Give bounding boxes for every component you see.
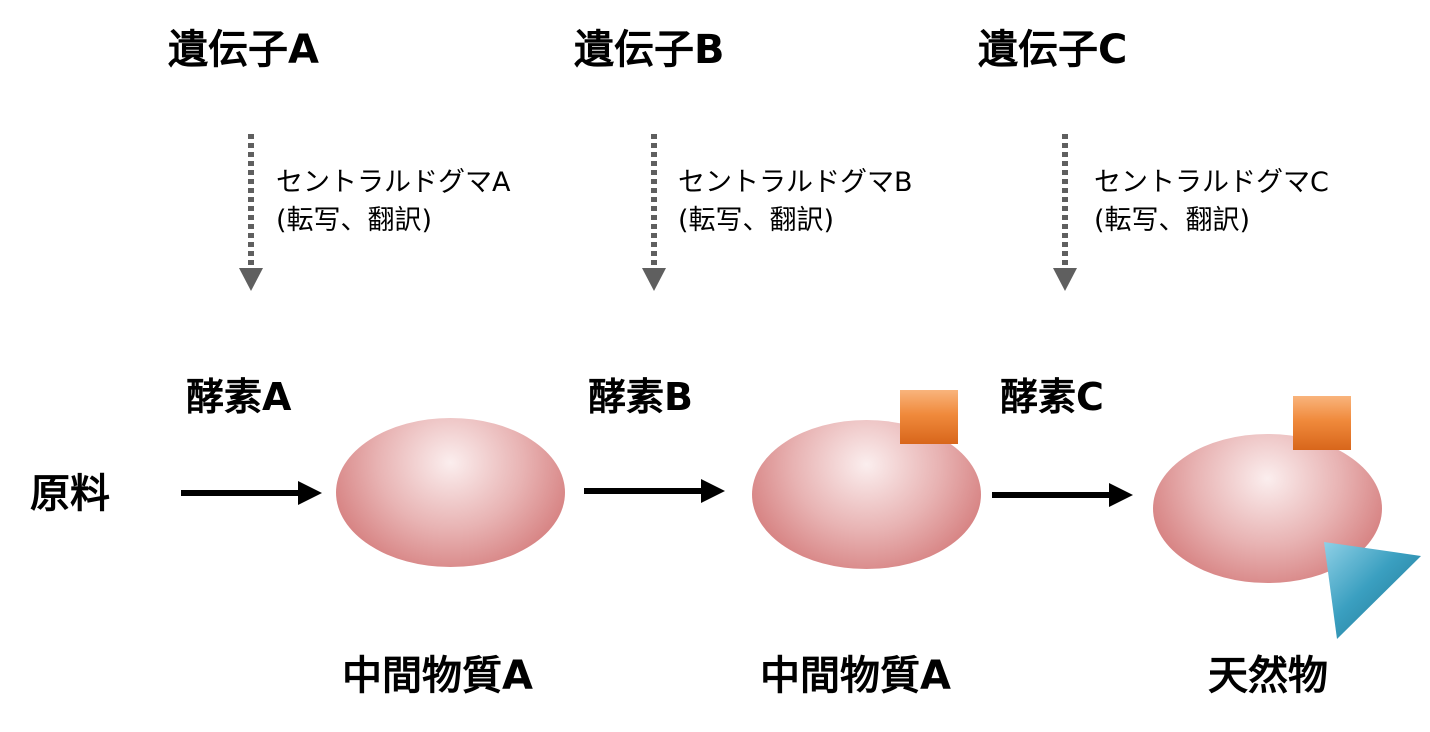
orange-square-group-2 (1293, 396, 1351, 450)
blue-triangle-group (1324, 542, 1421, 639)
dogma-b-line2: (転写、翻訳) (678, 205, 835, 236)
enzyme-a-label: 酵素A (186, 375, 292, 419)
dogma-arrow-a (239, 134, 263, 291)
reaction-arrow-b (584, 479, 725, 503)
intermediate-a2-label: 中間物質A (760, 653, 951, 699)
dogma-a-line2: (転写、翻訳) (276, 205, 433, 236)
intermediate-a2-molecule (752, 420, 981, 569)
dogma-a-text: セントラルドグマA (転写、翻訳) (276, 164, 510, 240)
natural-product-label: 天然物 (1208, 653, 1328, 699)
dogma-c-line1: セントラルドグマC (1094, 167, 1329, 198)
intermediate-a-molecule (336, 418, 565, 567)
dogma-arrow-c (1053, 134, 1077, 291)
enzyme-b-label: 酵素B (588, 375, 693, 419)
gene-c-label: 遺伝子C (978, 27, 1128, 73)
reaction-arrow-c (992, 483, 1133, 507)
dogma-c-text: セントラルドグマC (転写、翻訳) (1094, 164, 1329, 240)
gene-b-label: 遺伝子B (574, 27, 725, 73)
gene-a-label: 遺伝子A (168, 27, 319, 73)
dogma-b-line1: セントラルドグマB (678, 167, 913, 198)
enzyme-c-label: 酵素C (1000, 375, 1104, 419)
intermediate-a-label: 中間物質A (342, 653, 533, 699)
dogma-a-line1: セントラルドグマA (276, 167, 511, 198)
dogma-b-text: セントラルドグマB (転写、翻訳) (678, 164, 913, 240)
reaction-arrow-a (181, 481, 322, 505)
dogma-c-line2: (転写、翻訳) (1094, 205, 1251, 236)
orange-square-group-1 (900, 390, 958, 444)
raw-material-label: 原料 (30, 471, 110, 517)
dogma-arrow-b (642, 134, 666, 291)
